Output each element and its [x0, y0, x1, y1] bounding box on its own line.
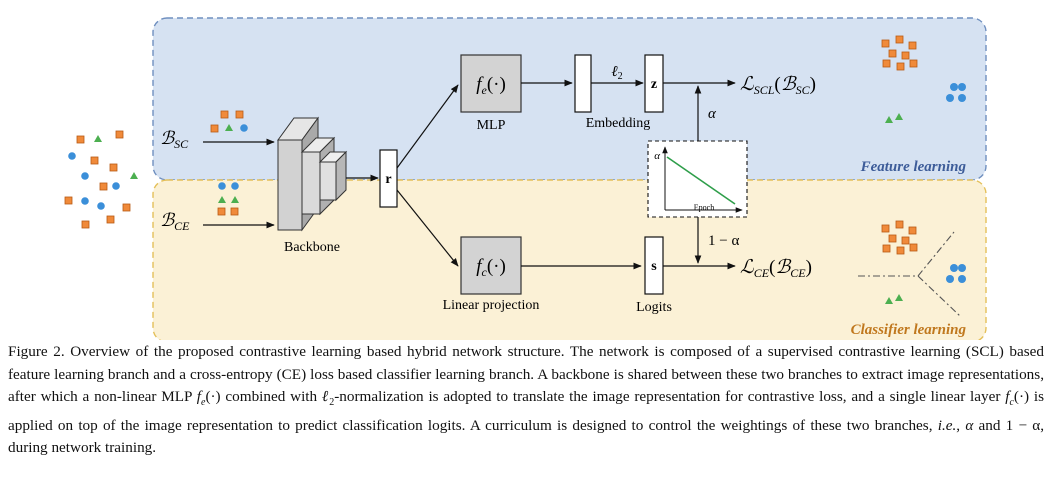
mlp-label: MLP: [477, 118, 506, 133]
caption-fe: fe(·): [196, 388, 221, 409]
backbone-label: Backbone: [284, 240, 340, 255]
l2-norm-label: ℓ2: [611, 64, 622, 82]
caption-text-c: -normalization is adopted to translate t…: [334, 388, 1006, 406]
embedding-label: Embedding: [586, 116, 651, 131]
z-label: z: [651, 77, 657, 92]
caption-l2: ℓ2: [321, 388, 335, 409]
caption-text-a: Overview of the proposed contrastive lea…: [8, 343, 1045, 406]
caption-text-f: and: [973, 416, 1006, 434]
batch-ce-samples: [217, 182, 239, 216]
r-vector-box: [379, 149, 398, 208]
logits-label: Logits: [636, 300, 672, 315]
input-sample-cloud: [64, 130, 138, 229]
feature-space-clusters: [881, 35, 966, 123]
curriculum-x-label: Epoch: [694, 203, 714, 212]
caption-text-g: , during network training.: [8, 416, 1044, 457]
caption-one-minus-alpha: 1 − α: [1005, 416, 1041, 434]
one-minus-alpha-label: 1 − α: [708, 233, 739, 249]
s-label: s: [651, 259, 657, 274]
caption-text-e: ,: [956, 416, 966, 434]
linear-label: Linear projection: [443, 298, 540, 313]
curriculum-curve: [666, 156, 736, 205]
r-to-linear-arrow: [396, 189, 459, 267]
region-top-label: Feature learning: [860, 159, 967, 175]
batch-sc-label: ℬSC: [160, 128, 189, 151]
region-bottom-label: Classifier learning: [851, 322, 967, 338]
network-diagram: Feature learning Classifier learning: [64, 17, 987, 340]
caption-ie: i.e.: [937, 416, 957, 434]
classifier-learning-region: [152, 179, 987, 340]
r-label: r: [385, 172, 391, 187]
backbone-blocks: [277, 116, 348, 232]
linear-func: fc(·): [476, 256, 506, 279]
caption-label: Figure 2.: [8, 343, 65, 360]
alpha-label: α: [708, 106, 717, 122]
mlp-func: fe(·): [476, 74, 506, 97]
caption-text-d: is applied on top of the image represent…: [8, 388, 1045, 434]
caption-text-b: combined with: [220, 388, 322, 406]
r-to-mlp-arrow: [396, 84, 459, 169]
caption-fc: fc(·): [1005, 388, 1030, 409]
embedding-box: [574, 54, 592, 113]
classifier-space-clusters: [858, 220, 966, 317]
caption-alpha: α: [965, 416, 974, 434]
batch-sc-samples: [210, 110, 248, 133]
mlp-box: [460, 54, 522, 113]
figure-caption: Figure 2. Overview of the proposed contr…: [8, 341, 1044, 460]
curriculum-y-label: α: [654, 150, 660, 162]
